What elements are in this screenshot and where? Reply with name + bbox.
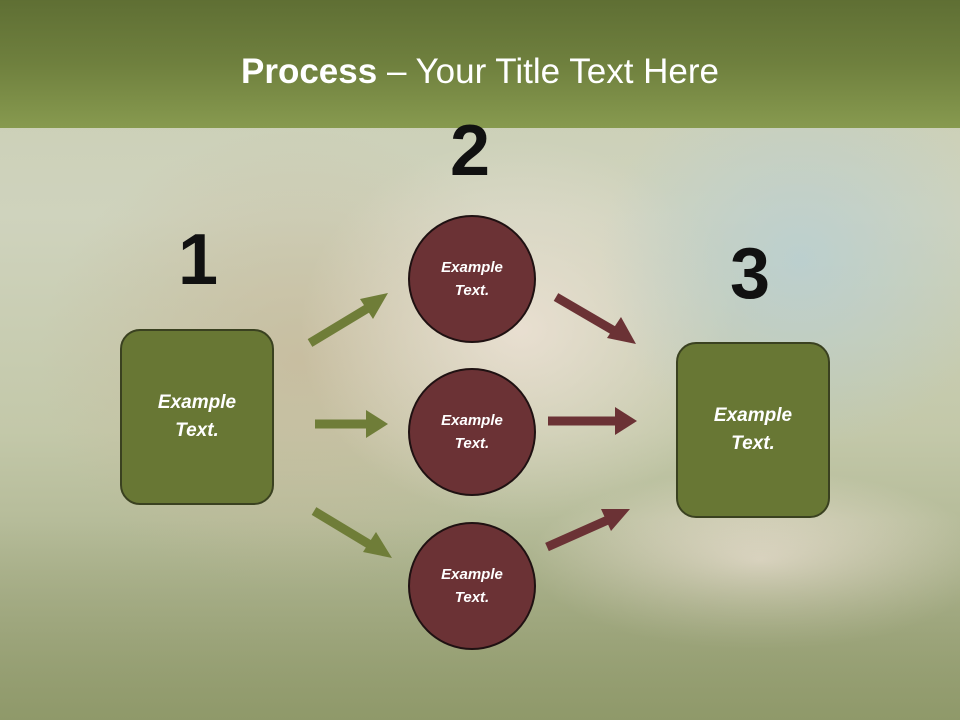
title-bold: Process [241, 52, 378, 91]
title-rest: – Your Title Text Here [377, 52, 719, 91]
step-number-3: 3 [730, 234, 771, 314]
circle-line1: Example [441, 258, 503, 276]
box-line1: Example [157, 391, 237, 413]
circle-line2: Text. [454, 282, 490, 299]
circle-line1: Example [441, 565, 503, 583]
step-number-2: 2 [450, 111, 491, 191]
box-line1: Example [713, 404, 793, 426]
box-line2: Text. [731, 433, 775, 454]
step-number-1: 1 [178, 220, 219, 300]
circle-line1: Example [441, 411, 503, 429]
circle-line2: Text. [454, 435, 490, 452]
slide-title: Process – Your Title Text Here [0, 52, 960, 92]
title-bar [0, 0, 960, 128]
box-line2: Text. [175, 420, 219, 441]
circle-line2: Text. [454, 589, 490, 606]
